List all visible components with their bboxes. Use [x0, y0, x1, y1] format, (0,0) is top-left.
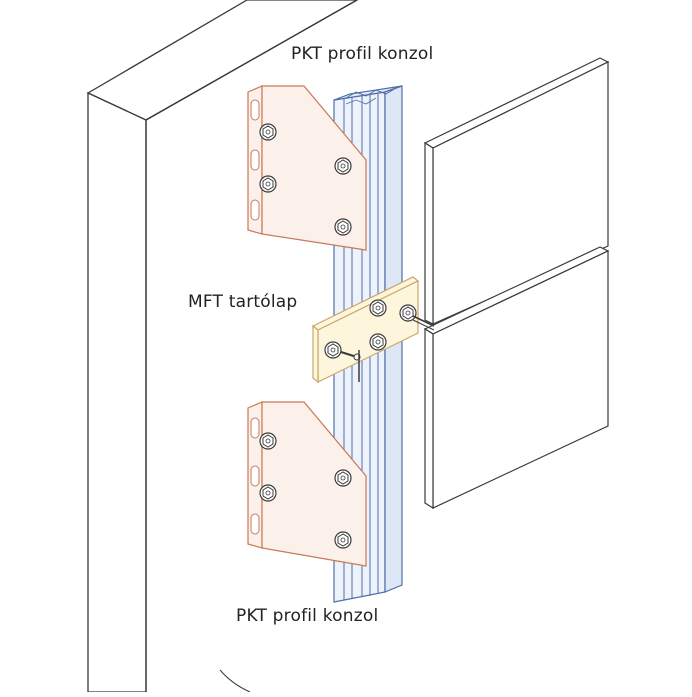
bottom-bracket-label: PKT profil konzol — [236, 606, 379, 626]
slot-hole — [250, 199, 260, 221]
hex-bolt-icon — [334, 218, 352, 236]
slot-hole — [250, 417, 260, 439]
support-plate-label: MFT tartólap — [188, 292, 298, 312]
wall — [86, 0, 359, 693]
facade-panel-upper — [423, 57, 610, 325]
top-bracket — [247, 85, 367, 251]
hex-bolt-icon — [259, 175, 277, 193]
hex-bolt-icon — [334, 469, 352, 487]
slot-hole — [250, 465, 260, 487]
hex-bolt-icon — [369, 299, 387, 317]
support-plate — [311, 276, 435, 384]
facade-panel-lower — [423, 246, 610, 510]
hex-bolt-icon — [259, 432, 277, 450]
hex-bolt-icon — [324, 341, 342, 359]
hex-bolt-icon — [369, 333, 387, 351]
slot-hole — [250, 99, 260, 121]
hex-bolt-icon — [399, 304, 417, 322]
top-bracket-label: PKT profil konzol — [291, 44, 434, 64]
bottom-bracket — [247, 401, 367, 567]
slot-hole — [250, 513, 260, 535]
hex-bolt-icon — [334, 157, 352, 175]
hex-bolt-icon — [334, 531, 352, 549]
hex-bolt-icon — [259, 123, 277, 141]
hex-bolt-icon — [259, 484, 277, 502]
slot-hole — [250, 149, 260, 171]
